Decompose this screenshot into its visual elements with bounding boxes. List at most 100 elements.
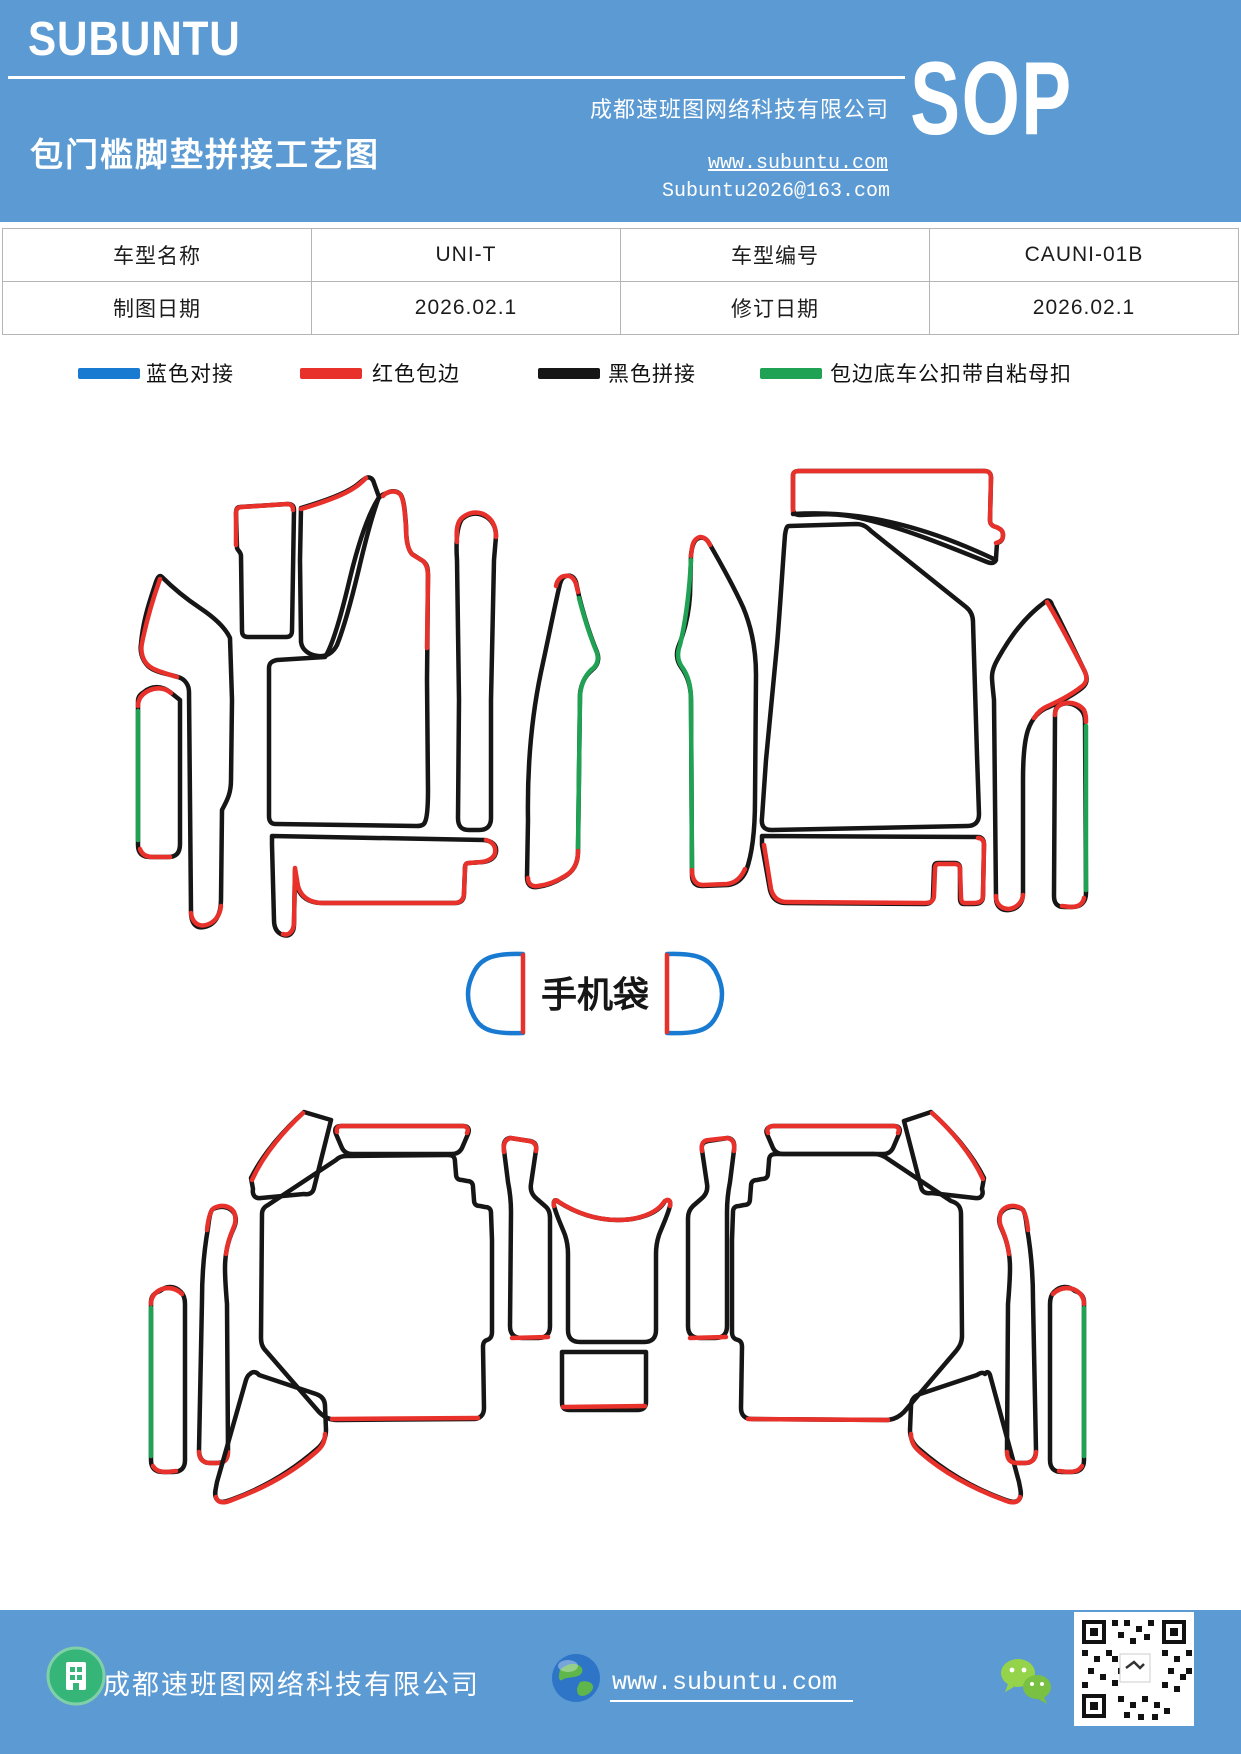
legend-item-blue: 蓝色对接 [78, 358, 278, 388]
piece-right-blade [989, 598, 1089, 913]
revise-date-value: 2026.02.1 [929, 281, 1239, 335]
legend-item-green: 包边底车公扣带自粘母扣 [760, 358, 1120, 388]
edge-red [1052, 700, 1089, 725]
edge-black [454, 511, 499, 833]
piece-rear-right-trapezoid [764, 1123, 903, 1157]
edge-black [196, 1204, 239, 1466]
piece-rear-left-main-mat [258, 1152, 495, 1423]
piece-center-pillar-strip-left [524, 573, 601, 890]
edge-black [135, 684, 183, 860]
edge-red [509, 1334, 551, 1341]
edge-red [525, 848, 581, 889]
edge-red [761, 835, 987, 906]
edge-black [685, 1135, 737, 1341]
wechat-icon [1001, 1659, 1051, 1704]
edge-red [745, 1416, 891, 1423]
red-swatch-icon [300, 368, 362, 379]
edge-red [765, 1123, 901, 1136]
front-left-mat-set [135, 475, 601, 938]
edge-red [1050, 1285, 1087, 1307]
piece-left-side-strip [135, 684, 183, 860]
piece-rear-shelf-band [790, 468, 1006, 566]
header-company-name: 成都速班图网络科技有限公司 [589, 97, 889, 122]
edge-black [332, 1123, 472, 1157]
piece-rear-left-wing [212, 1369, 329, 1505]
piece-rear-left-far-strip [148, 1284, 188, 1475]
edge-red [329, 1415, 481, 1422]
edge-black [1047, 1284, 1087, 1475]
edge-black [258, 1152, 495, 1423]
piece-toe-wedge [297, 475, 382, 659]
edge-red [993, 892, 1026, 912]
edge-red [213, 1431, 328, 1505]
piece-console-mat [551, 1197, 673, 1345]
edge-black [759, 521, 982, 833]
edge-red [196, 1449, 231, 1466]
piece-right-side-strip [1051, 700, 1089, 910]
front-right-mat-set [674, 468, 1089, 913]
edge-red [137, 846, 173, 860]
piece-left-sill-blade [138, 573, 235, 930]
edge-red [454, 510, 499, 545]
edge-red [1031, 599, 1089, 721]
draw-date-value: 2026.02.1 [311, 281, 621, 335]
piece-rear-right-main-mat [729, 1151, 965, 1423]
phone-bag-label: 手机袋 [541, 974, 649, 1015]
edge-black [559, 1349, 649, 1413]
piece-passenger-main-mat [759, 521, 982, 833]
footer-website-link[interactable]: www.subuntu.com [610, 1668, 854, 1702]
header-website-link[interactable]: www.subuntu.com [707, 152, 888, 175]
edge-green [575, 595, 600, 851]
edge-red [298, 475, 369, 512]
model-code-value: CAUNI-01B [929, 228, 1239, 282]
piece-console-left-strip [501, 1135, 553, 1341]
edge-red [929, 1110, 986, 1182]
piece-rear-left-angled [248, 1109, 334, 1201]
piece-rear-right-wing [907, 1369, 1024, 1505]
legend-label: 包边底车公扣带自粘母扣 [830, 363, 1072, 386]
edge-red [1056, 1463, 1085, 1475]
edge-black [148, 1284, 188, 1475]
edge-red [1004, 1449, 1039, 1466]
edge-red [501, 1135, 539, 1155]
vehicle-info-table: 车型名称 UNI-T 车型编号 CAUNI-01B 制图日期 2026.02.1… [2, 228, 1239, 335]
qr-code [1074, 1612, 1194, 1726]
edge-red [560, 1403, 648, 1410]
edge-red [689, 866, 748, 888]
edge-black [501, 1135, 553, 1341]
edge-black [138, 573, 235, 930]
edge-red [233, 501, 296, 548]
header-divider [8, 76, 905, 79]
legend-label: 红色包边 [372, 363, 460, 386]
edge-red [188, 903, 224, 928]
piece-middle-strip-a [454, 510, 499, 833]
header-email: Subuntu2026@163.com [661, 180, 890, 203]
edge-red [280, 837, 498, 937]
page-title: 包门槛脚垫拼接工艺图 [30, 136, 380, 173]
header-bar: SUBUNTU 包门槛脚垫拼接工艺图 成都速班图网络科技有限公司 www.sub… [0, 0, 1241, 222]
model-name-value: UNI-T [311, 228, 621, 282]
piece-console-right-strip [685, 1135, 737, 1341]
edge-green [675, 557, 695, 871]
sop-badge: SOP [910, 41, 1073, 157]
edge-black [764, 1123, 903, 1157]
building-icon [46, 1646, 106, 1706]
piece-rear-right-strip [996, 1203, 1039, 1466]
edge-red [135, 686, 174, 709]
legend-label: 黑色拼接 [608, 363, 696, 386]
edge-red [150, 1463, 179, 1475]
footer-company-name: 成都速班图网络科技有限公司 [103, 1670, 480, 1700]
table-row: 车型名称 UNI-T 车型编号 CAUNI-01B [2, 228, 1239, 282]
edge-blue [664, 951, 725, 1036]
piece-console-small-rect [559, 1349, 649, 1413]
edge-black [233, 501, 297, 640]
piece-driver-sill-flap [269, 833, 499, 938]
edge-red [699, 1135, 737, 1154]
edge-red [148, 1285, 185, 1307]
green-swatch-icon [760, 368, 822, 379]
edge-black [1051, 701, 1089, 910]
rear-mat-set [148, 1109, 1087, 1505]
edge-red [249, 1110, 306, 1183]
globe-icon [552, 1654, 600, 1702]
